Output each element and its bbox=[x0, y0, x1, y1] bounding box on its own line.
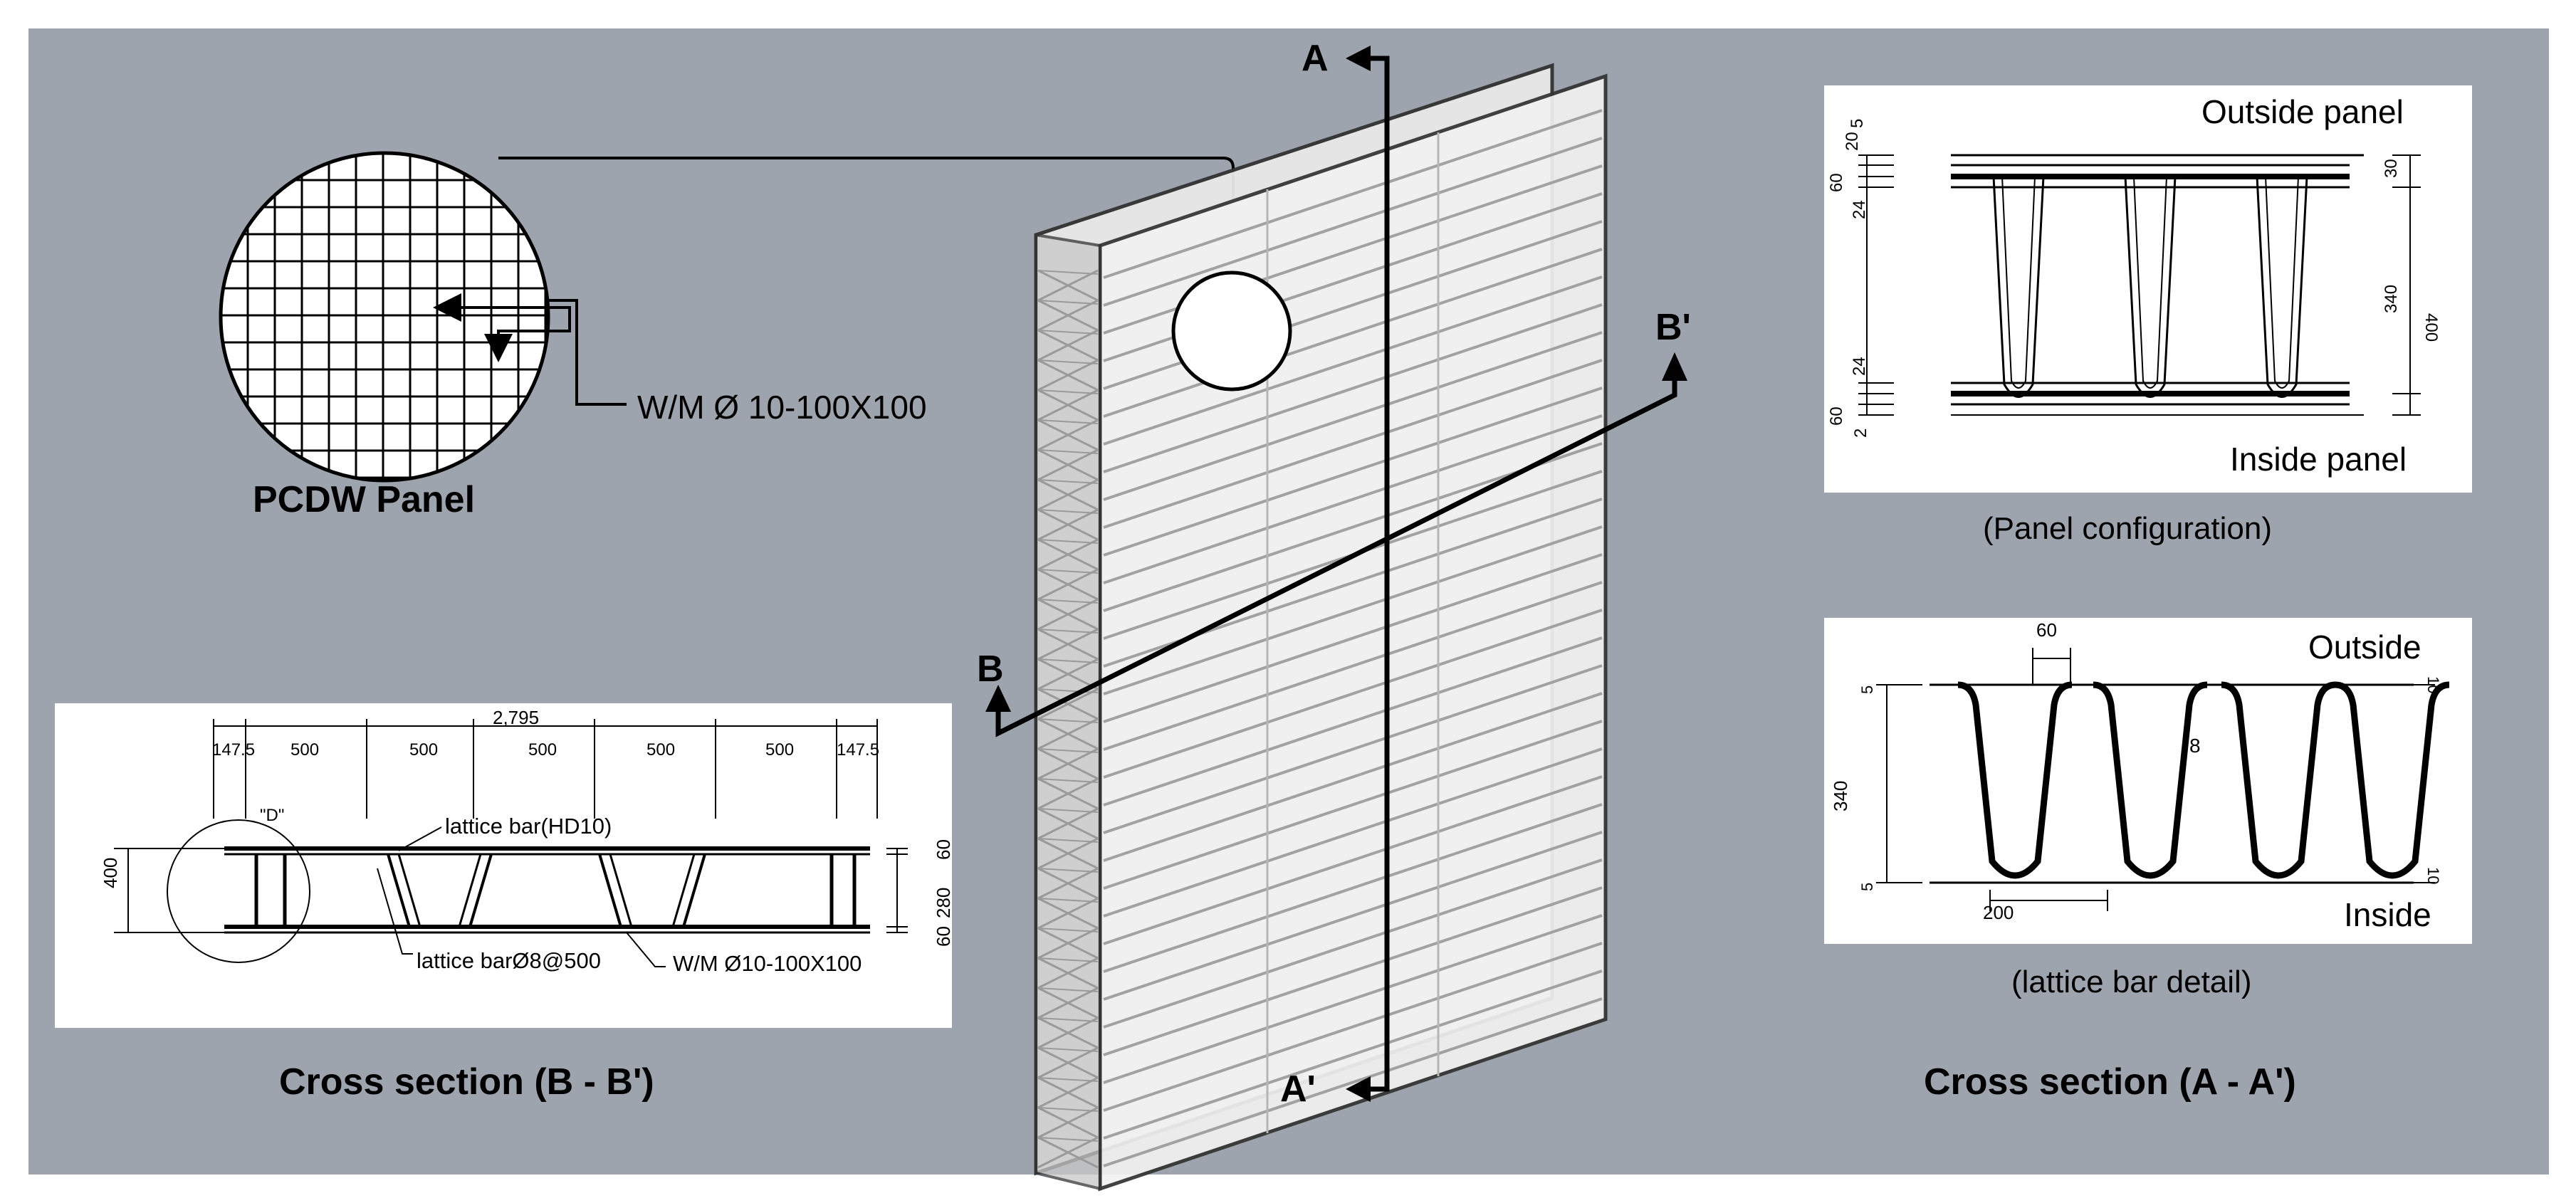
leader-line bbox=[498, 157, 1247, 241]
bb-span-dim: 500 bbox=[290, 740, 320, 760]
pc-dim-24-top: 24 bbox=[1850, 200, 1869, 219]
detail-circle bbox=[1171, 270, 1292, 392]
bb-span-dim: 147.5 bbox=[837, 740, 880, 760]
caption-panel-config: (Panel configuration) bbox=[1983, 511, 2273, 546]
section-line-bb bbox=[985, 352, 1687, 737]
section-b-label: B bbox=[977, 648, 1004, 690]
bb-right-dim-mid: 280 bbox=[933, 887, 954, 918]
ld-inside-label: Inside bbox=[2344, 896, 2431, 933]
pc-dim-5: 5 bbox=[1848, 118, 1867, 128]
bb-span-dim: 147.5 bbox=[212, 740, 256, 760]
bb-note-lattice-hd: lattice bar(HD10) bbox=[445, 814, 612, 839]
bb-note-lattice-8: lattice barØ8@500 bbox=[417, 948, 601, 973]
ld-dim-right-top: 10 bbox=[2424, 676, 2442, 694]
pc-dim-60-bot: 60 bbox=[1827, 406, 1846, 426]
wire-mesh-label: W/M Ø 10-100X100 bbox=[637, 389, 927, 426]
bb-height-dim: 400 bbox=[100, 857, 121, 888]
pc-dim-400: 400 bbox=[2421, 313, 2441, 342]
ld-dim-small-top: 5 bbox=[1858, 685, 1876, 694]
bb-detail-mark: "D" bbox=[260, 806, 285, 825]
ld-dim-top: 60 bbox=[2036, 619, 2057, 641]
pc-outside-label: Outside panel bbox=[2201, 93, 2404, 130]
pc-dim-24-bot: 24 bbox=[1850, 357, 1869, 376]
lattice-detail-drawing bbox=[1824, 618, 2472, 944]
bb-span-dim: 500 bbox=[528, 740, 557, 760]
section-bb-drawing bbox=[55, 703, 952, 1028]
pc-dim-340: 340 bbox=[2382, 284, 2401, 313]
ld-dim-small-bot: 5 bbox=[1858, 882, 1876, 891]
ld-dim-right-bot: 10 bbox=[2424, 867, 2442, 885]
title-cross-section-bb: Cross section (B - B') bbox=[279, 1061, 654, 1103]
ld-dim-bar: 8 bbox=[2189, 735, 2201, 757]
bb-total-dim: 2,795 bbox=[493, 707, 540, 728]
section-a-prime-label: A' bbox=[1280, 1068, 1316, 1110]
bb-right-dim-bot: 60 bbox=[933, 926, 954, 947]
title-cross-section-aa: Cross section (A - A') bbox=[1924, 1061, 2296, 1103]
pc-dim-2: 2 bbox=[1851, 428, 1870, 438]
section-a-label: A bbox=[1302, 38, 1329, 79]
panel-name-label: PCDW Panel bbox=[253, 479, 476, 520]
panel-config-drawing bbox=[1824, 85, 2472, 493]
pc-dim-60-top: 60 bbox=[1827, 173, 1846, 192]
panel-3d bbox=[1034, 63, 1608, 1192]
ld-dim-height: 340 bbox=[1830, 780, 1851, 811]
bb-span-dim: 500 bbox=[409, 740, 439, 760]
bb-span-dim: 500 bbox=[765, 740, 795, 760]
pc-dim-20: 20 bbox=[1843, 132, 1862, 151]
pc-dim-30: 30 bbox=[2382, 159, 2401, 178]
mesh-circle bbox=[219, 151, 627, 483]
bb-right-dim-top: 60 bbox=[933, 839, 954, 860]
pc-inside-label: Inside panel bbox=[2230, 441, 2407, 478]
section-b-prime-label: B' bbox=[1655, 307, 1691, 348]
ld-outside-label: Outside bbox=[2308, 629, 2421, 666]
bb-note-wm: W/M Ø10-100X100 bbox=[673, 951, 862, 976]
caption-lattice-detail: (lattice bar detail) bbox=[2011, 965, 2252, 999]
section-line-aa bbox=[1346, 46, 1390, 1102]
bb-span-dim: 500 bbox=[646, 740, 676, 760]
ld-dim-bottom: 200 bbox=[1983, 902, 2014, 923]
